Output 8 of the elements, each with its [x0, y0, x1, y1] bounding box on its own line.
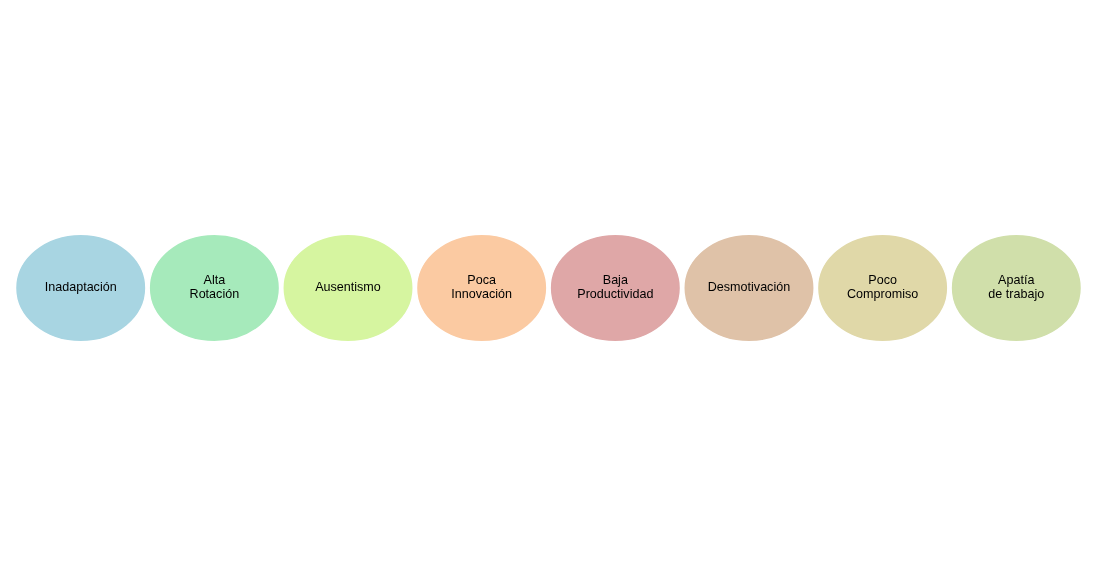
node-ellipse: Poco Compromiso [816, 233, 949, 343]
node-ellipse: Apatía de trabajo [950, 233, 1083, 343]
node-ellipse: Inadaptación [14, 233, 147, 343]
node-ellipse: Alta Rotación [148, 233, 281, 343]
node-ellipse: Ausentismo [281, 233, 415, 343]
node-ellipse: Baja Productividad [549, 233, 682, 343]
node-ellipse: Desmotivación [682, 233, 816, 343]
node-ellipse: Poca Innovación [415, 233, 548, 343]
